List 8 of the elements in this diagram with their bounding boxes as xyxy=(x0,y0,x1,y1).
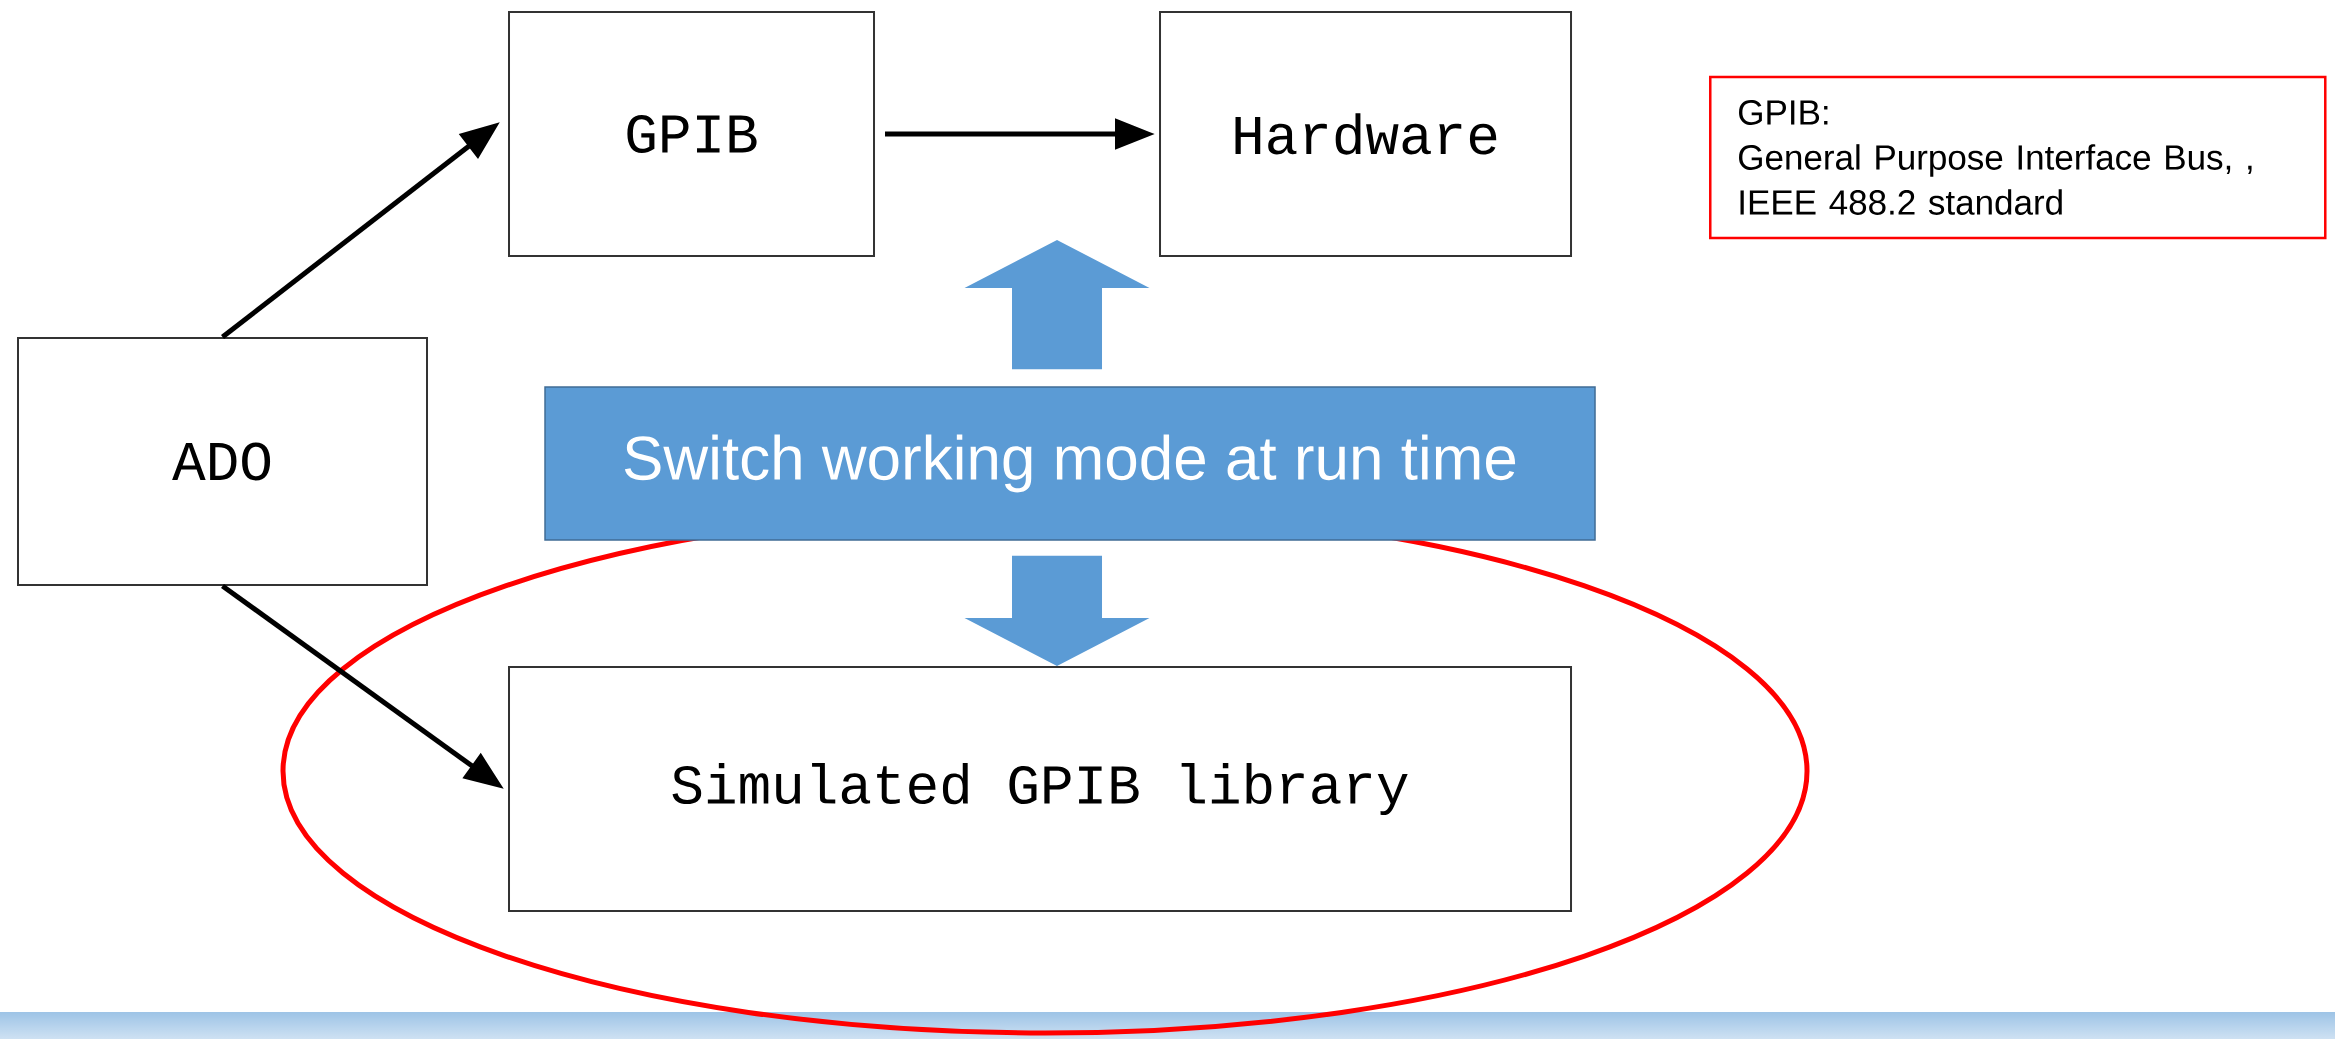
process-box: Hardware xyxy=(1159,11,1572,257)
block-arrow xyxy=(964,240,1150,370)
process-box: Simulated GPIB library xyxy=(508,666,1572,912)
note-box: GPIB: General Purpose Interface Bus, , IEEE 488.2 standard xyxy=(1709,75,2327,240)
mode-banner: Switch working mode at run time xyxy=(544,386,1596,541)
process-box: GPIB xyxy=(508,11,875,257)
process-box: ADO xyxy=(17,337,428,586)
block-arrow xyxy=(964,555,1150,666)
